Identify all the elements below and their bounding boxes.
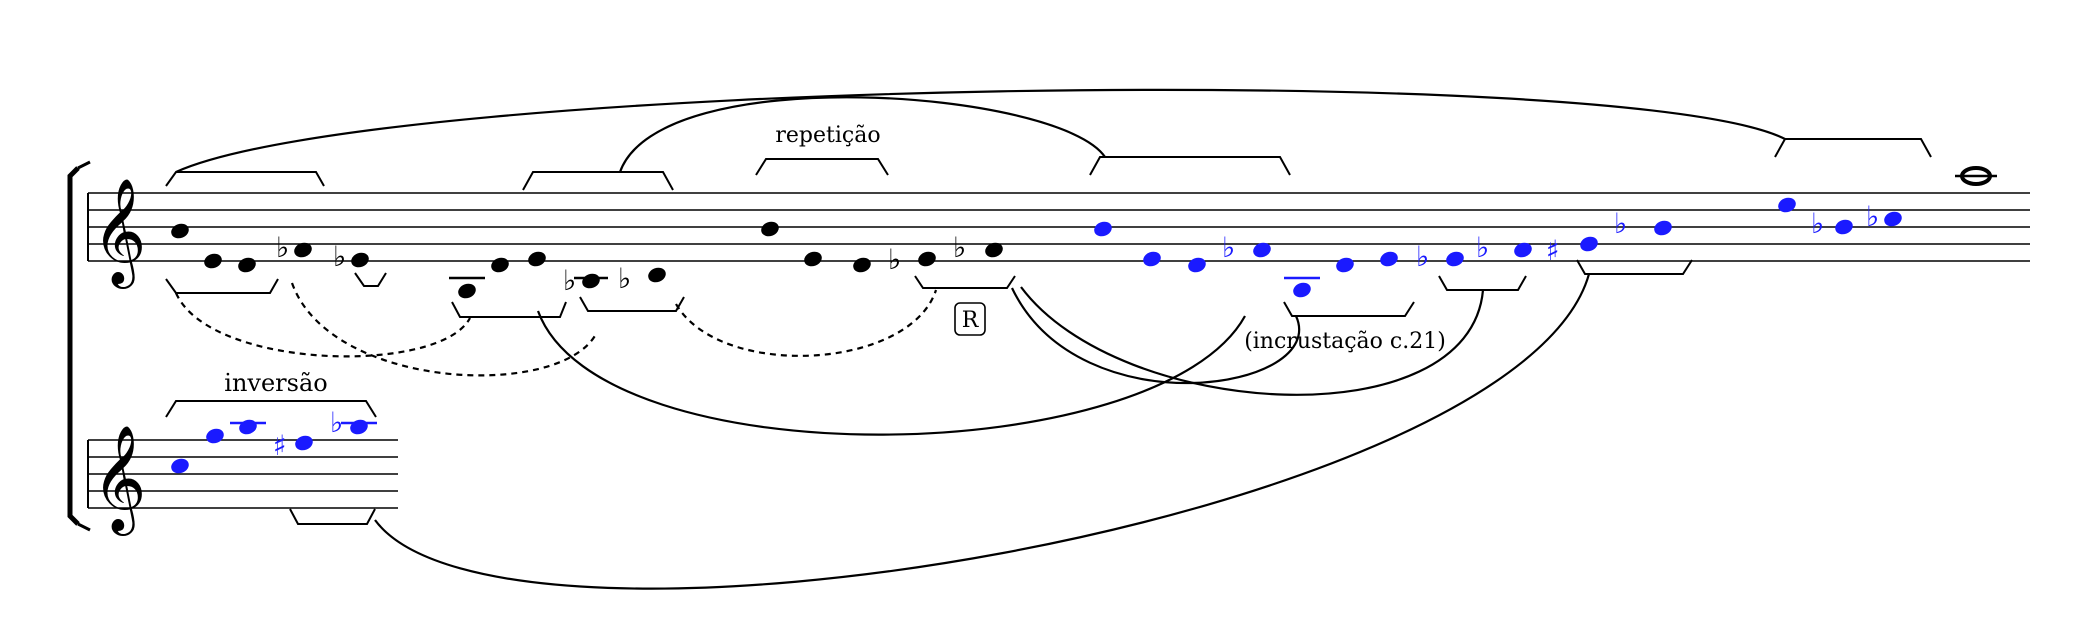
treble-clef-icon: 𝄞	[92, 177, 146, 289]
note	[1188, 257, 1206, 273]
note	[238, 257, 256, 273]
note	[239, 419, 257, 435]
note	[1884, 211, 1902, 227]
note	[171, 223, 189, 239]
note	[1514, 242, 1532, 258]
flat-icon: ♭	[1222, 231, 1235, 264]
rehearsal-mark: R	[954, 302, 986, 336]
flat-icon: ♭	[888, 243, 901, 276]
sharp-icon: ♯	[1546, 234, 1560, 267]
flat-icon: ♭	[1614, 207, 1627, 240]
flat-icon: ♭	[333, 240, 346, 273]
note	[1580, 236, 1598, 252]
note	[458, 283, 476, 299]
flat-icon: ♭	[276, 231, 289, 264]
upper-staff: 𝄞	[87, 177, 2030, 289]
note	[1143, 251, 1161, 267]
dashed-slurs	[174, 282, 938, 377]
note	[918, 251, 936, 267]
upper-black-notes: ♭ ♭ ♭ ♭ ♭ ♭	[171, 221, 1003, 299]
rehearsal-mark-label: R	[962, 308, 980, 333]
repetition-label: repetição	[775, 123, 880, 148]
note	[206, 428, 224, 444]
flat-icon: ♭	[618, 262, 631, 295]
lower-staff: 𝄞	[87, 424, 398, 536]
incrustation-label: (incrustação c.21)	[1244, 329, 1446, 354]
note	[761, 221, 779, 237]
note	[582, 273, 600, 289]
system-bracket-icon	[67, 160, 91, 532]
note	[1778, 197, 1796, 213]
flat-icon: ♭	[953, 231, 966, 264]
slurs	[175, 88, 1786, 590]
flat-icon: ♭	[1476, 231, 1489, 264]
note	[295, 435, 313, 451]
lower-blue-notes: ♯ ♭	[171, 406, 377, 474]
note	[804, 251, 822, 267]
final-whole-note	[1955, 166, 1997, 186]
flat-icon: ♭	[1416, 240, 1429, 273]
note	[1835, 219, 1853, 235]
upper-blue-notes: ♭ ♭ ♭ ♯ ♭ ♭ ♭	[1094, 197, 1902, 298]
note	[1094, 221, 1112, 237]
note	[528, 251, 546, 267]
note	[1293, 282, 1311, 298]
inversion-label: inversão	[224, 369, 327, 397]
note	[491, 257, 509, 273]
note	[1336, 257, 1354, 273]
note	[1380, 251, 1398, 267]
note	[350, 419, 368, 435]
note	[853, 257, 871, 273]
note	[985, 242, 1003, 258]
note	[1446, 251, 1464, 267]
flat-icon: ♭	[1811, 207, 1824, 240]
treble-clef-icon: 𝄞	[92, 424, 146, 536]
note	[648, 267, 666, 283]
flat-icon: ♭	[330, 406, 343, 439]
note	[1654, 220, 1672, 236]
flat-icon: ♭	[563, 264, 576, 297]
note	[204, 253, 222, 269]
note	[294, 242, 312, 258]
note	[1253, 242, 1271, 258]
note	[171, 458, 189, 474]
group-brackets	[165, 138, 1932, 525]
flat-icon: ♭	[1866, 200, 1879, 233]
sharp-icon: ♯	[273, 429, 287, 462]
note	[351, 252, 369, 268]
